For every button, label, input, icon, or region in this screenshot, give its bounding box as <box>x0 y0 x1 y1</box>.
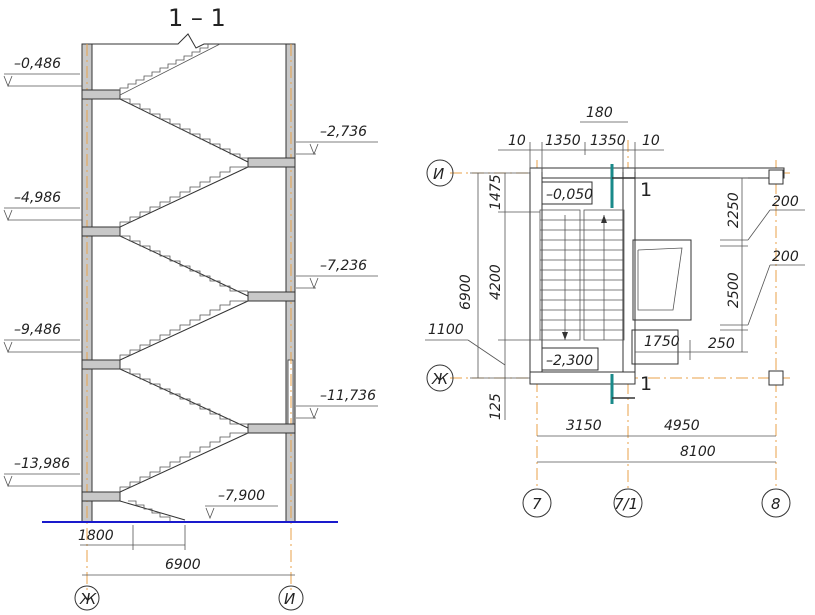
svg-text:10: 10 <box>642 133 660 149</box>
svg-text:1475: 1475 <box>488 174 504 210</box>
dims-top: 180 10 1350 1350 10 <box>498 105 664 172</box>
dimension-1750: 1750 <box>635 334 691 360</box>
svg-text:2250: 2250 <box>726 192 742 228</box>
level-mark-left-4: –13,986 <box>3 456 82 488</box>
svg-text:10: 10 <box>508 133 526 149</box>
axis-bubble-i: И <box>278 585 304 611</box>
svg-text:200: 200 <box>772 194 799 210</box>
svg-text:4200: 4200 <box>488 264 504 300</box>
level-label: –13,986 <box>14 456 70 472</box>
svg-text:200: 200 <box>772 249 799 265</box>
dims-bottom: 3150 4950 8100 <box>537 418 776 463</box>
landing-right-1 <box>247 157 296 168</box>
level-mark-right-1: –2,736 <box>296 124 378 156</box>
plan-view: –0,050 –2,300 1 1 180 10 1350 1350 10 <box>425 105 805 518</box>
axis-bubble-row-i: И <box>426 159 454 187</box>
landing-left-2 <box>81 226 121 237</box>
walk-arrow-right <box>601 215 607 223</box>
vestibule <box>631 329 679 365</box>
svg-text:250: 250 <box>708 336 735 352</box>
dimension-6900: 6900 <box>82 557 295 576</box>
section-view: 1 – 1 <box>3 4 378 611</box>
svg-text:1800: 1800 <box>78 528 114 544</box>
flight-8 <box>119 500 186 521</box>
svg-text:И: И <box>284 590 295 608</box>
cut-label-top: 1 <box>640 179 652 201</box>
cut-label-bottom: 1 <box>640 373 652 395</box>
level-label: –0,486 <box>14 56 61 72</box>
svg-text:Ж: Ж <box>79 590 97 608</box>
landing-left-1 <box>81 89 121 100</box>
level-mark-right-2: –7,236 <box>296 258 378 290</box>
svg-text:125: 125 <box>488 393 504 420</box>
axis-bubble-zh: Ж <box>74 585 100 611</box>
svg-text:1750: 1750 <box>644 334 680 350</box>
landing-left-4 <box>81 491 121 502</box>
flight-2 <box>119 98 249 163</box>
level-label: –7,900 <box>218 488 265 504</box>
level-label: –11,736 <box>320 388 376 404</box>
flight-3 <box>119 166 249 228</box>
level-mark-left-3: –9,486 <box>3 322 82 354</box>
level-box-bottom <box>541 347 599 371</box>
svg-text:1350: 1350 <box>590 133 626 149</box>
elevator-shaft <box>632 239 692 321</box>
svg-text:6900: 6900 <box>458 274 474 310</box>
svg-text:180: 180 <box>586 105 613 121</box>
axis-bubble-col-7-1: 7/1 <box>613 488 643 518</box>
level-mark-left-2: –4,986 <box>3 190 82 222</box>
level-label: –4,986 <box>14 190 61 206</box>
axis-bubble-row-zh: Ж <box>426 364 454 392</box>
svg-text:1100: 1100 <box>428 322 464 338</box>
level-box-top <box>541 181 593 205</box>
svg-text:И: И <box>433 165 444 183</box>
svg-text:7/1: 7/1 <box>614 495 638 513</box>
flight-5 <box>119 300 249 361</box>
dims-right: 2250 200 2500 200 250 <box>690 177 805 353</box>
level-label: –7,236 <box>320 258 367 274</box>
landing-right-2 <box>247 291 296 302</box>
level-label: –2,736 <box>320 124 367 140</box>
plan-flight-left <box>539 209 581 341</box>
top-wall <box>529 167 785 179</box>
level-bottom: –2,300 <box>546 353 593 369</box>
section-title: 1 – 1 <box>168 4 226 32</box>
svg-text:3150: 3150 <box>566 418 602 434</box>
landing-right-3 <box>247 423 296 434</box>
level-top: –0,050 <box>546 187 593 203</box>
level-mark-left-1: –0,486 <box>3 56 82 88</box>
svg-text:8: 8 <box>771 495 781 513</box>
flight-6 <box>119 368 249 429</box>
axis-bubble-col-8: 8 <box>761 488 791 518</box>
svg-text:8100: 8100 <box>680 444 716 460</box>
svg-text:Ж: Ж <box>431 370 449 388</box>
svg-text:2500: 2500 <box>726 272 742 308</box>
column-8-bottom <box>768 370 784 386</box>
svg-text:7: 7 <box>532 495 542 513</box>
svg-text:6900: 6900 <box>165 557 201 573</box>
flight-1 <box>119 43 221 96</box>
dimension-1800: 1800 <box>78 525 186 550</box>
flight-7 <box>119 432 249 493</box>
level-label: –9,486 <box>14 322 61 338</box>
flight-4 <box>119 235 249 297</box>
svg-text:1350: 1350 <box>545 133 581 149</box>
elevator-cab <box>637 247 683 311</box>
column-8-top <box>768 169 784 185</box>
landing-left-3 <box>81 359 121 370</box>
break-line <box>82 33 292 49</box>
level-mark-bottom: –7,900 <box>205 488 278 520</box>
level-mark-right-3: –11,736 <box>296 388 378 420</box>
walk-arrow-left <box>562 332 568 340</box>
bottom-wall <box>529 371 636 385</box>
plan-treads <box>540 219 624 331</box>
dims-left: 6900 1475 4200 1100 125 <box>425 172 540 420</box>
svg-text:4950: 4950 <box>664 418 700 434</box>
axis-bubble-col-7: 7 <box>522 488 552 518</box>
